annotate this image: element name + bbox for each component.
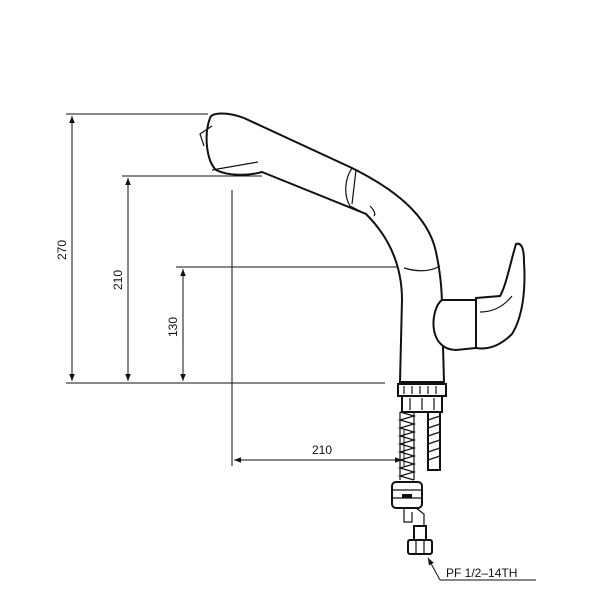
- pf-fitting: [407, 539, 433, 555]
- spray-head-face: [211, 161, 259, 171]
- thread-spec-label: PF 1/2–14TH: [446, 566, 517, 580]
- callout-leader: [427, 557, 441, 581]
- lever-crease: [479, 295, 513, 313]
- dimension-130: 130: [166, 266, 398, 381]
- inlet-pipe: [413, 525, 427, 541]
- spout-seam: [369, 205, 376, 217]
- dimension-270: 270: [55, 113, 385, 384]
- dimension-210-horizontal: 210: [231, 190, 405, 466]
- lever-handle: [475, 242, 526, 350]
- shank-thread: [427, 415, 441, 461]
- handle-housing: [432, 299, 477, 352]
- supply-hose: [397, 411, 417, 481]
- dimension-label-270: 270: [55, 240, 69, 260]
- thread-callout: PF 1/2–14TH: [427, 557, 536, 581]
- faucet-spout: [205, 112, 446, 383]
- hose-joint: [345, 167, 367, 215]
- faucet: [199, 112, 526, 555]
- hose-joint-ring: [351, 169, 357, 205]
- dimension-label-210-vertical: 210: [111, 270, 125, 290]
- dimension-210-vertical: 210: [111, 175, 262, 381]
- base-flange: [397, 383, 447, 397]
- body-band: [403, 265, 441, 272]
- spray-head-tip: [199, 125, 213, 147]
- dimension-label-130: 130: [166, 317, 180, 337]
- dimension-label-210-horizontal: 210: [312, 443, 332, 457]
